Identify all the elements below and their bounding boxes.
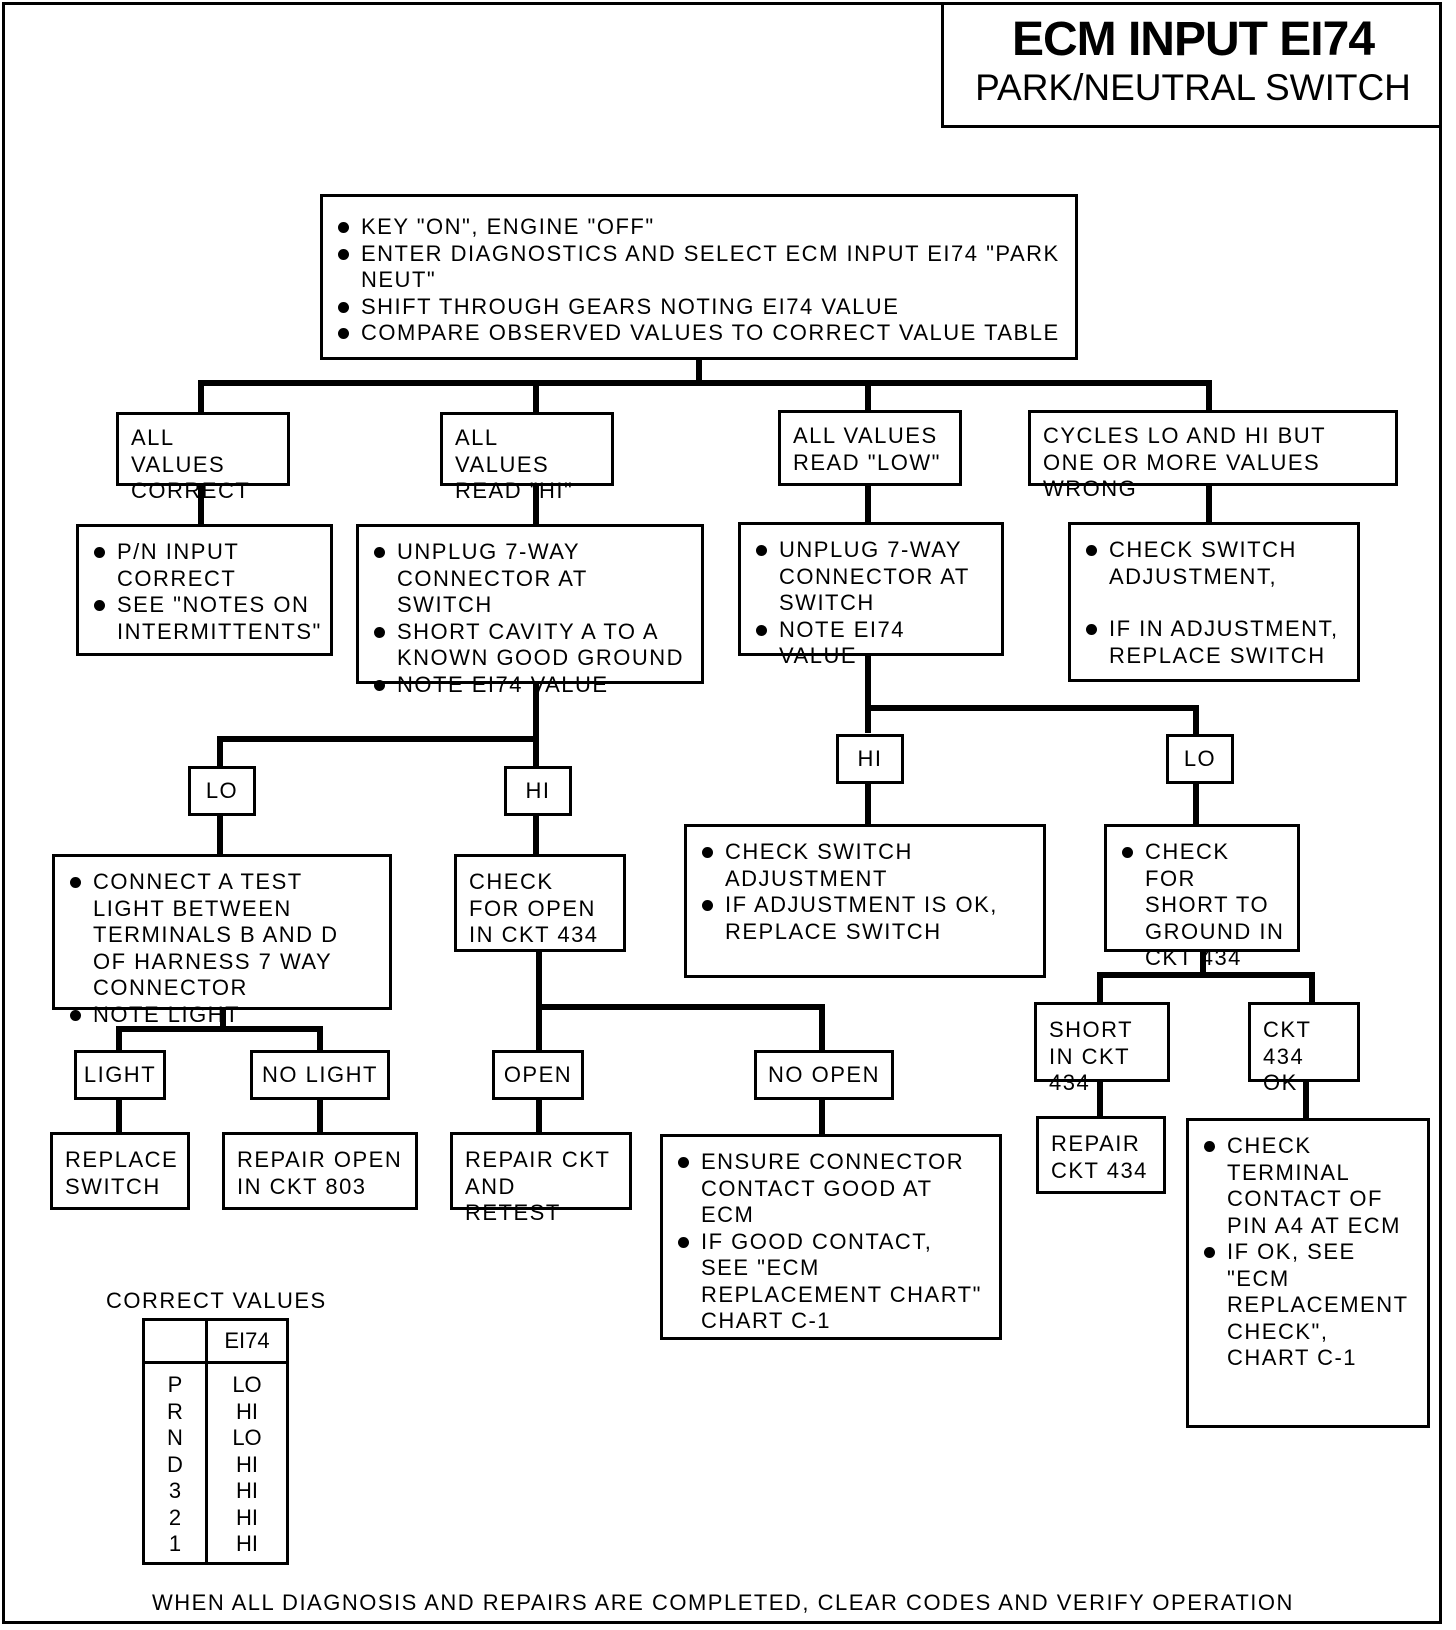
ensure-connector-box: ENSURE CONNECTOR CONTACT GOOD AT ECM IF … (660, 1134, 1002, 1340)
replace-switch-box: REPLACE SWITCH (50, 1132, 190, 1210)
branch-all-low: ALL VALUES READ "LOW" (778, 410, 962, 486)
gear-column: P R N D 3 2 1 (142, 1361, 208, 1565)
low-action-box: UNPLUG 7-WAY CONNECTOR AT SWITCH NOTE EI… (738, 522, 1004, 668)
title-sub: PARK/NEUTRAL SWITCH (975, 67, 1411, 108)
title-main: ECM INPUT EI74 (1011, 13, 1375, 66)
test-light-box: CONNECT A TEST LIGHT BETWEEN TERMINALS B… (52, 854, 392, 1027)
short-in-ckt-label: SHORT IN CKT 434 (1034, 1002, 1170, 1095)
start-step: SHIFT THROUGH GEARS NOTING EI74 VALUE (335, 294, 1063, 321)
hi-hi-label: HI (504, 766, 572, 816)
check-open-box: CHECK FOR OPEN IN CKT 434 (454, 854, 626, 952)
cycles-action-box: CHECK SWITCH ADJUSTMENT, IF IN ADJUSTMEN… (1068, 522, 1360, 682)
branch-all-correct: ALL VALUES CORRECT (116, 412, 290, 503)
hi-action-box: UNPLUG 7-WAY CONNECTOR AT SWITCH SHORT C… (356, 524, 704, 697)
ckt-ok-label: CKT 434 OK (1248, 1002, 1360, 1095)
check-adjustment-box: CHECK SWITCH ADJUSTMENT IF ADJUSTMENT IS… (684, 824, 1046, 978)
value-column: LO HI LO HI HI HI HI (205, 1361, 289, 1565)
repair-ckt-434-box: REPAIR CKT 434 (1036, 1116, 1166, 1194)
correct-values-table: EI74 P R N D 3 2 1 LO HI LO HI HI HI HI (142, 1318, 289, 1565)
branch-all-hi: ALL VALUES READ "HI" (440, 412, 614, 503)
low-hi-label: HI (836, 734, 904, 784)
footer-note: WHEN ALL DIAGNOSIS AND REPAIRS ARE COMPL… (152, 1590, 1294, 1615)
hi-lo-label: LO (188, 766, 256, 816)
start-step: COMPARE OBSERVED VALUES TO CORRECT VALUE… (335, 320, 1063, 347)
repair-retest-box: REPAIR CKT AND RETEST (450, 1132, 632, 1225)
open-label: OPEN (492, 1050, 584, 1100)
no-open-label: NO OPEN (754, 1050, 894, 1100)
repair-open-box: REPAIR OPEN IN CKT 803 (222, 1132, 418, 1210)
title-box: ECM INPUT EI74 PARK/NEUTRAL SWITCH (941, 2, 1442, 128)
start-step: ENTER DIAGNOSTICS AND SELECT ECM INPUT E… (335, 241, 1063, 294)
table-header-ei74: EI74 (205, 1318, 289, 1364)
low-lo-label: LO (1166, 734, 1234, 784)
check-terminal-box: CHECK TERMINAL CONTACT OF PIN A4 AT ECM … (1186, 1118, 1430, 1428)
correct-values-label: CORRECT VALUES (106, 1288, 327, 1313)
start-step: KEY "ON", ENGINE "OFF" (335, 214, 1063, 241)
no-light-label: NO LIGHT (250, 1050, 390, 1100)
light-label: LIGHT (74, 1050, 166, 1100)
start-box: KEY "ON", ENGINE "OFF" ENTER DIAGNOSTICS… (320, 194, 1078, 360)
branch-cycles: CYCLES LO AND HI BUT ONE OR MORE VALUES … (1028, 410, 1398, 501)
check-short-box: CHECK FOR SHORT TO GROUND IN CKT 434 (1104, 824, 1300, 970)
correct-action-box: P/N INPUT CORRECT SEE "NOTES ON INTERMIT… (76, 524, 333, 656)
